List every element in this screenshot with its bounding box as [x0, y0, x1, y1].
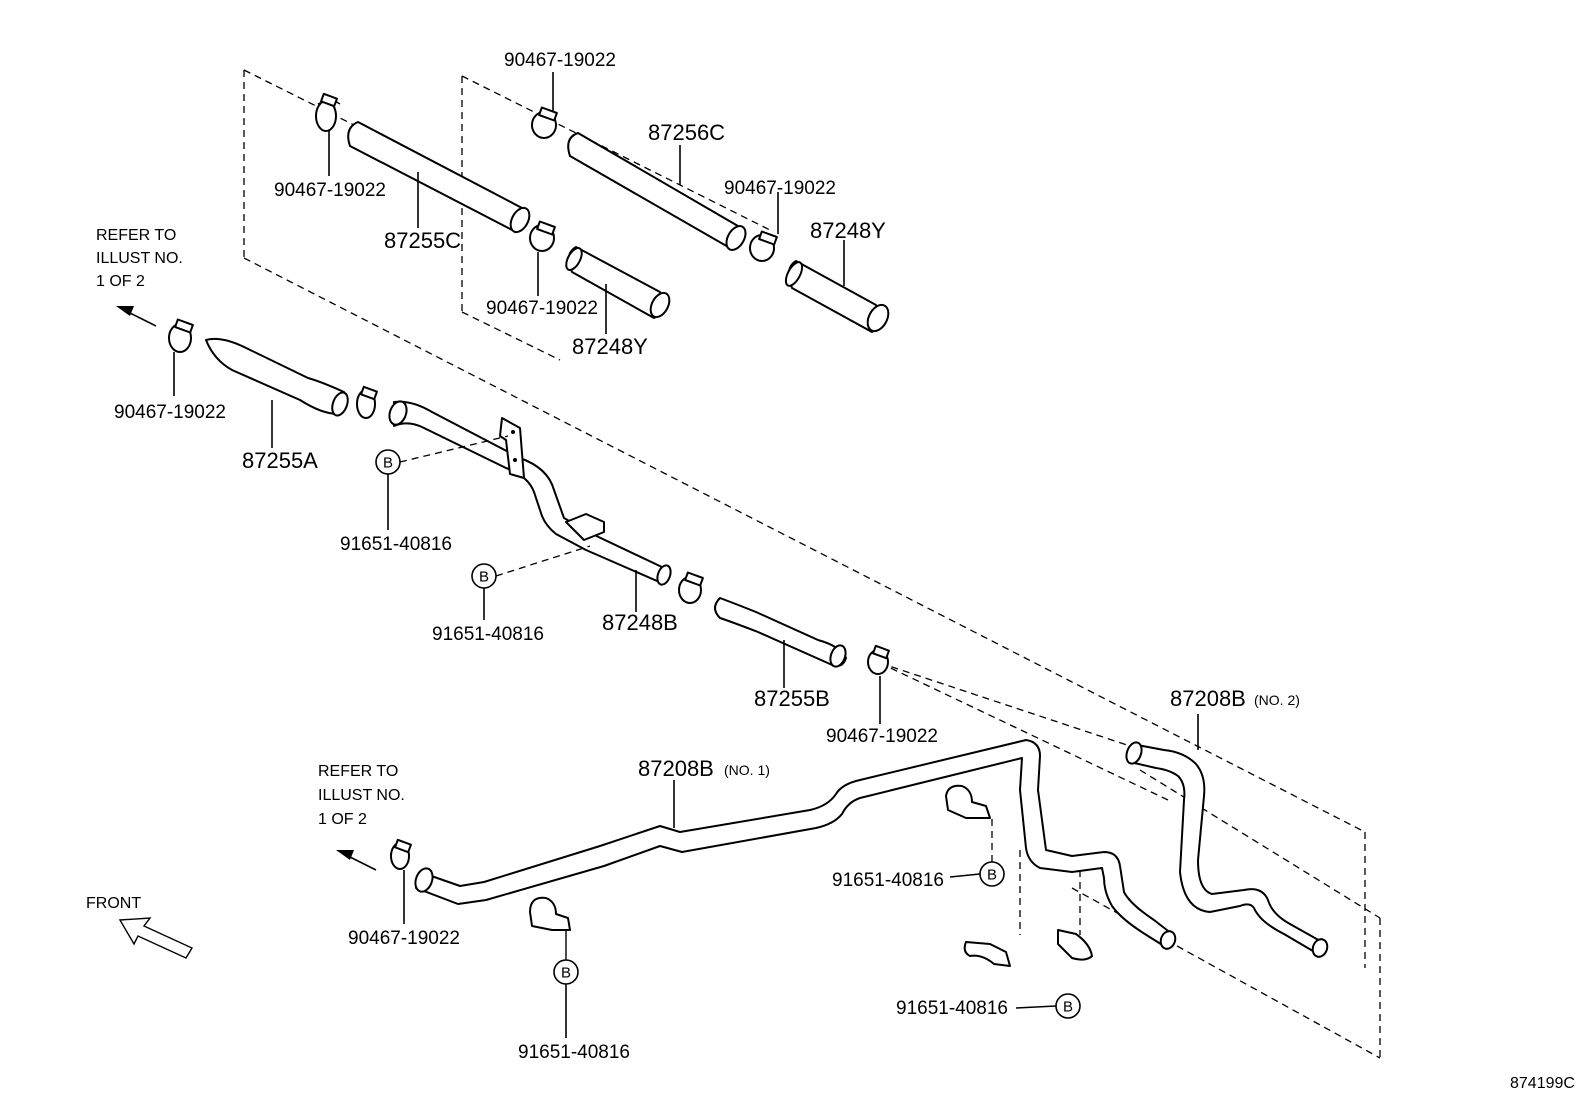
arrow-icon	[116, 306, 157, 327]
pipe-87208b-no2-label: 87208B (NO. 2)	[1170, 686, 1300, 711]
bolt-marker: B	[375, 449, 401, 475]
clamp-icon	[531, 106, 558, 139]
pipe-87208b-no2	[1125, 741, 1329, 958]
part-label: 91651-40816	[896, 998, 1008, 1019]
illustration-id: 874199C	[1510, 1075, 1575, 1092]
hose-87255a	[205, 337, 349, 417]
part-label: 90467-19022	[348, 928, 460, 949]
svg-text:B: B	[561, 965, 571, 982]
svg-text:B: B	[987, 867, 997, 884]
clamp-icon	[678, 571, 704, 604]
pipe-87248b	[388, 400, 672, 586]
hose-87256c	[567, 132, 747, 251]
part-label: 87255B	[754, 686, 830, 711]
part-label: 90467-19022	[504, 50, 616, 71]
front-direction-indicator: FRONT	[86, 895, 194, 959]
clamp-icon	[749, 230, 778, 262]
leader-lines	[173, 72, 1199, 1038]
part-label: 90467-19022	[486, 298, 598, 319]
part-label: 91651-40816	[432, 624, 544, 645]
hose-87248y-right	[784, 260, 890, 333]
part-label: 87248B	[602, 610, 678, 635]
pipe-87208b-no1-label: 87208B (NO. 1)	[638, 756, 770, 781]
part-label: 90467-19022	[826, 726, 938, 747]
clamp-icon	[529, 220, 556, 252]
part-label: 87256C	[648, 120, 725, 145]
svg-text:87208B: 87208B	[638, 756, 714, 781]
group-boundary-lines	[243, 69, 1381, 1059]
pipe-bracket-icon	[963, 941, 1011, 967]
part-label: 91651-40816	[340, 534, 452, 555]
bolt-marker: B	[553, 959, 579, 985]
part-label: 87248Y	[572, 334, 648, 359]
hose-87255c	[347, 121, 531, 234]
svg-text:FRONT: FRONT	[86, 895, 141, 912]
part-label: 90467-19022	[724, 178, 836, 199]
svg-text:B: B	[479, 569, 489, 586]
svg-text:1 OF 2: 1 OF 2	[96, 273, 145, 290]
front-arrow-icon	[118, 917, 194, 959]
svg-text:(NO. 2): (NO. 2)	[1254, 692, 1300, 708]
refer-note-lower: REFER TO ILLUST NO. 1 OF 2	[318, 763, 405, 828]
part-label: 87255A	[242, 448, 318, 473]
hose-87248y-mid	[565, 246, 671, 319]
clamp-icon	[356, 385, 378, 419]
svg-text:ILLUST NO.: ILLUST NO.	[96, 250, 183, 267]
bolt-marker: B	[471, 563, 497, 589]
svg-text:REFER TO: REFER TO	[96, 227, 176, 244]
svg-text:ILLUST NO.: ILLUST NO.	[318, 787, 405, 804]
svg-text:B: B	[1063, 999, 1073, 1016]
svg-text:REFER TO: REFER TO	[318, 763, 398, 780]
part-label: 91651-40816	[518, 1042, 630, 1063]
clamp-icon	[315, 92, 341, 132]
hose-87255b	[714, 597, 847, 668]
svg-text:1 OF 2: 1 OF 2	[318, 811, 367, 828]
part-label: 91651-40816	[832, 870, 944, 891]
part-label: 87255C	[384, 228, 461, 253]
bolt-marker: B	[1055, 993, 1081, 1019]
pipe-bracket-icon	[1057, 929, 1093, 961]
bolt-marker: B	[979, 861, 1005, 887]
clamp-icon	[867, 644, 890, 675]
clamp-icon	[390, 838, 412, 870]
arrow-icon	[336, 850, 377, 871]
pipe-bracket-icon	[529, 896, 571, 931]
svg-text:(NO. 1): (NO. 1)	[724, 762, 770, 778]
part-label: 90467-19022	[274, 180, 386, 201]
clamp-icon	[168, 318, 194, 353]
pipe-bracket-icon	[945, 784, 991, 819]
part-label: 90467-19022	[114, 402, 226, 423]
part-label: 87248Y	[810, 218, 886, 243]
svg-text:B: B	[383, 455, 393, 472]
refer-note-upper: REFER TO ILLUST NO. 1 OF 2	[96, 227, 183, 290]
pipe-87208b-no1	[414, 739, 1177, 950]
svg-text:87208B: 87208B	[1170, 686, 1246, 711]
